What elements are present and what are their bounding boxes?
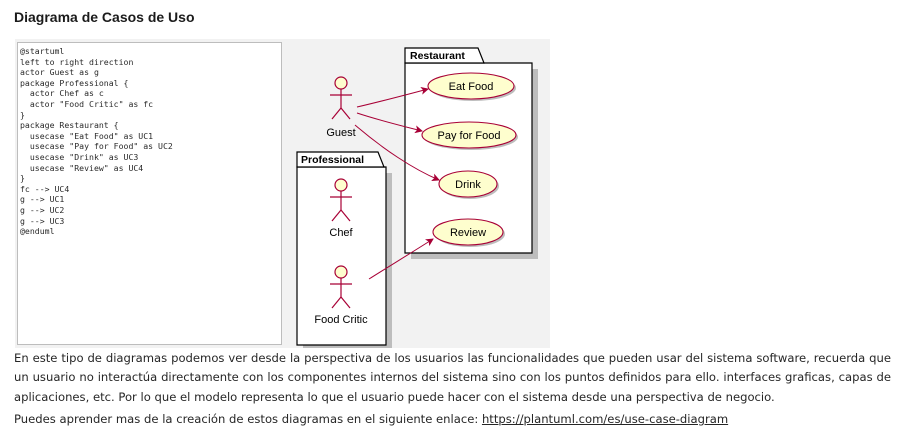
plantuml-docs-link[interactable]: https://plantuml.com/es/use-case-diagram	[481, 412, 729, 426]
usecase-review: Review	[432, 218, 505, 247]
usecase-review-label: Review	[450, 227, 486, 239]
usecase-pay-for-food-label: Pay for Food	[438, 130, 501, 142]
use-case-figure: @startuml left to right direction actor …	[15, 39, 550, 348]
actor-guest-label: Guest	[326, 127, 355, 139]
code-line: package Professional {	[20, 77, 129, 88]
usecase-eat-food: Eat Food	[427, 72, 516, 101]
code-line: }	[20, 109, 25, 120]
package-restaurant: Restaurant	[404, 47, 538, 259]
arrow-food-critic-review	[368, 238, 434, 280]
package-professional: Professional	[296, 151, 392, 348]
actor-chef-label: Chef	[329, 227, 353, 239]
description-paragraph: En este tipo de diagramas podemos ver de…	[14, 351, 891, 404]
code-line: @startuml	[20, 46, 65, 56]
code-line: usecase "Drink" as UC3	[20, 151, 139, 162]
code-line: g --> UC1	[20, 194, 65, 205]
code-line: package Restaurant {	[20, 120, 119, 131]
actor-food-critic-label: Food Critic	[314, 314, 368, 326]
code-line: actor "Food Critic" as fc	[20, 98, 154, 109]
code-line: }	[20, 173, 25, 184]
stick-figure-icon	[330, 178, 352, 222]
usecase-drink: Drink	[438, 170, 499, 199]
code-line: fc --> UC4	[20, 183, 70, 194]
code-line: g --> UC3	[20, 215, 65, 226]
actor-chef: Chef	[329, 178, 354, 239]
actor-guest: Guest	[326, 76, 356, 139]
arrow-guest-eat-food	[356, 86, 429, 108]
code-line: usecase "Eat Food" as UC1	[20, 130, 154, 141]
usecase-drink-label: Drink	[455, 179, 481, 191]
link-line: Puedes aprender mas de la creación de es…	[14, 412, 728, 426]
code-line: actor Chef as c	[20, 88, 104, 99]
usecase-eat-food-label: Eat Food	[449, 81, 494, 93]
code-line: @enduml	[20, 226, 55, 237]
code-line: usecase "Pay for Food" as UC2	[20, 141, 173, 152]
use-case-diagram: Restaurant Professional Eat Food Pay for…	[296, 47, 538, 348]
code-line: actor Guest as g	[20, 67, 99, 78]
code-line: usecase "Review" as UC4	[20, 162, 144, 173]
stick-figure-icon	[330, 265, 352, 309]
arrow-guest-pay-for-food	[356, 112, 423, 134]
usecase-pay-for-food: Pay for Food	[421, 121, 518, 150]
package-restaurant-label: Restaurant	[410, 50, 465, 62]
plantuml-code-panel: @startuml left to right direction actor …	[17, 42, 282, 345]
stick-figure-icon	[330, 76, 352, 120]
link-intro-text: Puedes aprender mas de la creación de es…	[14, 412, 482, 426]
package-professional-label: Professional	[301, 154, 364, 166]
arrow-guest-drink	[354, 124, 440, 181]
page-title: Diagrama de Casos de Uso	[14, 9, 195, 25]
actor-food-critic: Food Critic	[314, 265, 368, 326]
code-line: left to right direction	[20, 56, 134, 67]
code-line: g --> UC2	[20, 204, 65, 215]
